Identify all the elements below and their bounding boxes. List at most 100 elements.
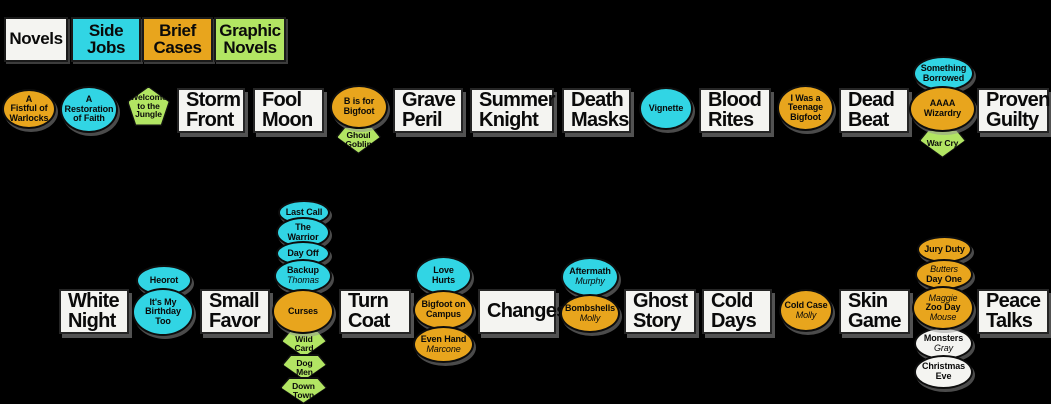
node-label: Down [292, 380, 315, 391]
node-label: Goblin [345, 139, 372, 149]
node-label: Day Off [287, 247, 319, 258]
node-label: Bigfoot [343, 106, 375, 116]
node-label: Changes [487, 299, 567, 322]
node-label: Molly [579, 312, 601, 323]
node-label: Cold Case [784, 299, 828, 310]
legend-label: Novels [223, 37, 277, 57]
node-label: Birthday [145, 306, 181, 317]
node-label: Proven [986, 89, 1050, 112]
node-label: Fool [262, 89, 302, 112]
node-label: I Was a [790, 92, 821, 103]
node-label: Thomas [287, 275, 319, 285]
node-label: Favor [209, 309, 261, 332]
node-label: Dog [296, 357, 313, 368]
node-label: Warrior [287, 231, 319, 242]
node-label: Card [294, 343, 314, 353]
node-label: Butters [930, 263, 958, 274]
node-label: Maggie [928, 292, 958, 303]
node-label: Bigfoot [790, 111, 821, 122]
node-label: Skin [848, 290, 888, 313]
node-label: Grave [402, 89, 456, 112]
node-label: It's My [149, 296, 177, 307]
node-label: Aftermath [569, 266, 611, 277]
node-label: Small [209, 290, 260, 313]
node-label: Game [848, 309, 901, 332]
node-label: Coat [348, 309, 390, 332]
legend-label: Brief [159, 21, 196, 41]
node-label: Blood [708, 89, 762, 112]
node-label: Moon [262, 108, 313, 131]
node-label: War Cry [926, 138, 959, 149]
node-vignette: Vignette [639, 87, 693, 130]
legend-label: Jobs [86, 37, 126, 57]
node-label: Night [68, 309, 116, 332]
node-label: Beat [848, 108, 889, 131]
node-label: Mouse [929, 311, 957, 322]
node-label: Teenage [787, 102, 824, 113]
node-label: Summer [479, 89, 556, 112]
node-label: Murphy [575, 276, 605, 286]
node-label: Bombshells [564, 302, 615, 313]
node-changes: Changes [478, 289, 567, 334]
node-label: Too [155, 315, 171, 326]
node-label: Wild [295, 334, 313, 345]
node-label: Ghoul [346, 130, 371, 141]
node-label: of Faith [73, 113, 105, 124]
node-label: Days [711, 309, 757, 332]
node-label: White [68, 290, 120, 313]
node-label: Rites [708, 108, 754, 131]
node-label: Men [296, 366, 313, 377]
node-label: Vignette [648, 102, 684, 113]
node-label: to the [137, 100, 160, 111]
node-label: Molly [795, 309, 817, 320]
node-label: Curses [288, 305, 318, 316]
node-label: Christmas [921, 361, 966, 372]
node-war-cry: War Cry [919, 129, 966, 158]
node-label: Warlocks [9, 112, 49, 123]
node-label: Something [920, 62, 967, 73]
node-label: Masks [571, 108, 629, 131]
node-label: Dead [848, 89, 895, 112]
node-label: Ghost [633, 290, 688, 313]
node-label: Day One [926, 273, 962, 284]
node-label: Storm [186, 89, 241, 112]
node-label: B is for [343, 96, 375, 107]
node-label: Last Call [285, 206, 323, 217]
node-label: Marcone [426, 343, 461, 354]
node-label: Eve [935, 371, 952, 381]
node-label: Death [571, 89, 624, 112]
node-label: Heorot [149, 274, 179, 285]
node-label: The [295, 221, 311, 232]
node-label: Knight [479, 108, 539, 131]
node-label: Talks [986, 309, 1033, 332]
node-label: Borrowed [922, 72, 965, 83]
node-label: Jungle [135, 109, 162, 120]
node-label: Restoration [64, 103, 114, 114]
node-label: AAAA [929, 98, 956, 109]
node-label: Wizardry [923, 108, 962, 118]
